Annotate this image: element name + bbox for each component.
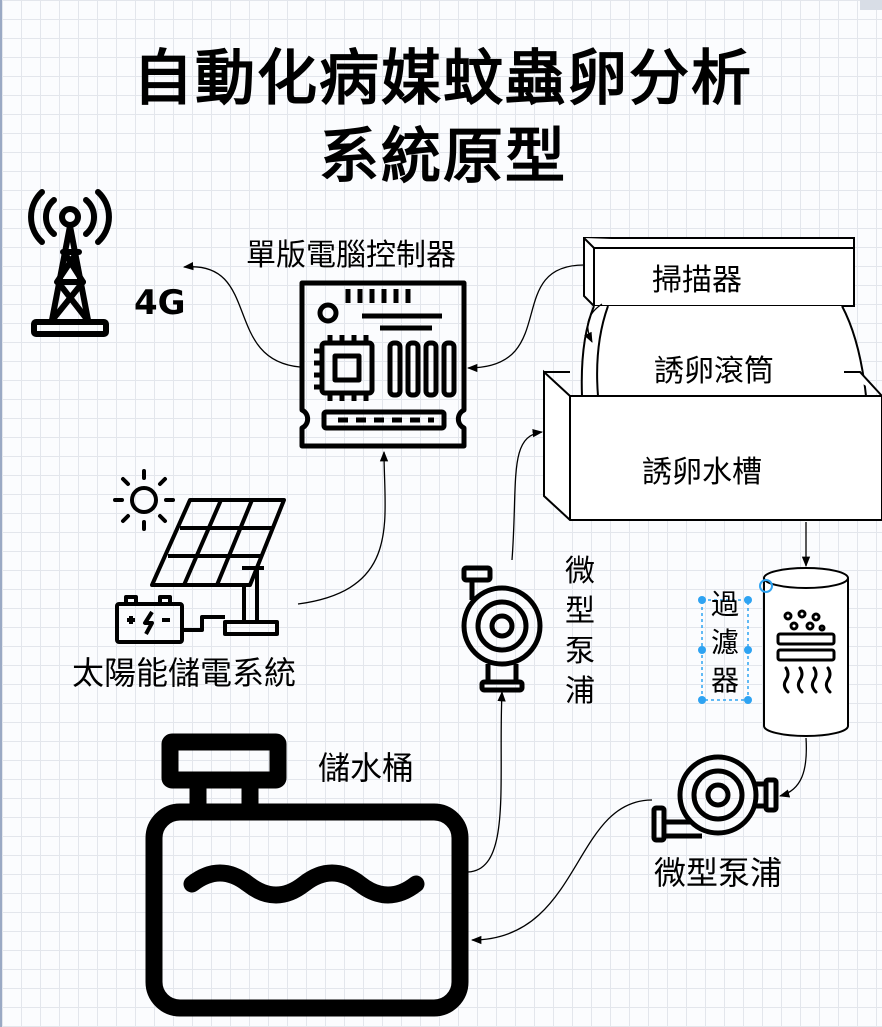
arrow-bucket-to-pump (467, 690, 506, 873)
controller-label: 單版電腦控制器 (246, 238, 456, 273)
drum-label: 誘卵滾筒 (654, 354, 774, 389)
sun-icon (113, 469, 175, 531)
tank-label: 誘卵水槽 (642, 455, 762, 490)
arrow-solar-to-controller (297, 450, 389, 605)
pump-bottom-icon (651, 754, 779, 843)
pump-vertical-label: 微型泵浦 (565, 554, 595, 709)
solar-panel-icon (150, 498, 286, 636)
pump-bottom-label: 微型泵浦 (654, 854, 783, 892)
title-line-2: 系統原型 (319, 122, 567, 192)
scanner-box (583, 237, 855, 307)
arrow-scanner-to-controller (466, 264, 585, 373)
water-tank-icon (145, 733, 469, 1017)
arrow-controller-to-4g (182, 262, 301, 368)
cell-tower-icon (28, 189, 112, 337)
connector-lines (182, 262, 811, 945)
bucket-label: 儲水桶 (318, 749, 415, 787)
selection-handles[interactable] (698, 596, 752, 704)
circuit-board-icon (299, 280, 467, 449)
solar-label: 太陽能儲電系統 (72, 654, 297, 692)
arrow-filter-to-pump (778, 737, 808, 798)
arrow-pump-to-bucket (470, 799, 653, 945)
battery-icon (115, 595, 184, 644)
pump-icon (461, 565, 543, 693)
tank-box (543, 369, 882, 521)
scroll-edge (860, 0, 882, 10)
scanner-label: 掃描器 (652, 263, 742, 298)
filter-label[interactable]: 過濾器 (710, 588, 739, 697)
title-line-1: 自動化病媒蚊蟲卵分析 (133, 44, 753, 114)
arrow-scanner-loop (584, 303, 603, 343)
network-label: 4G (134, 283, 186, 323)
filter-element-icon (776, 609, 836, 694)
arrow-pump-to-tank (511, 428, 544, 561)
rotate-handle[interactable] (759, 579, 773, 593)
